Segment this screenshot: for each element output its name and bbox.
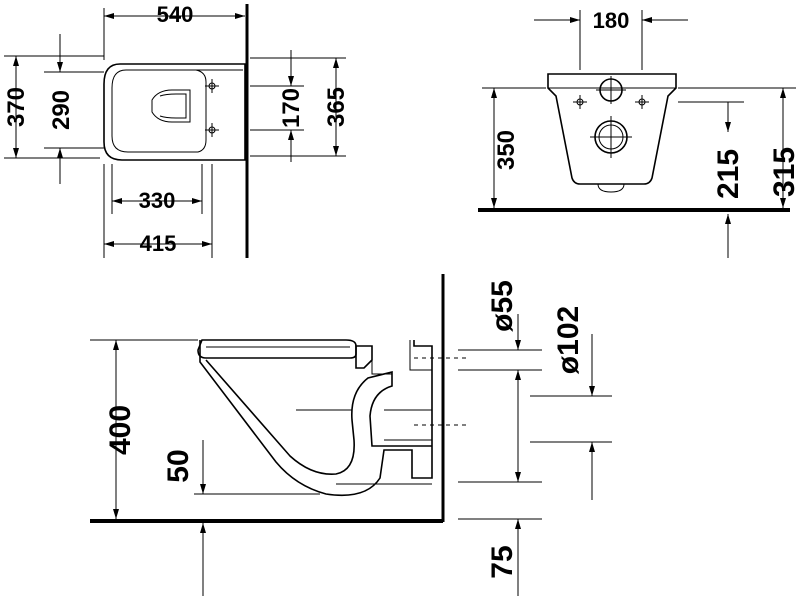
side-view-bowl-inner [205, 359, 432, 475]
front-view-inlet [596, 76, 626, 104]
side-view-rear-inlet [409, 340, 432, 371]
top-view-hinge [151, 89, 191, 123]
front-view-trap [597, 183, 625, 193]
dim-dia55-label: ø55 [486, 280, 519, 332]
front-view-outlet [590, 116, 632, 158]
top-view-fixing-hole-lower [205, 123, 219, 137]
dim-170-label: 170 [278, 88, 305, 128]
dim-415-label: 415 [140, 231, 177, 256]
side-view-bowl-outer [199, 340, 433, 497]
top-view: 540 370 290 170 365 [3, 2, 350, 258]
top-view-bowl-inner [111, 69, 243, 153]
side-view-inlet-duct [371, 346, 392, 375]
dim-50-label: 50 [162, 449, 195, 482]
dim-290-label: 290 [48, 90, 75, 130]
front-view: 180 350 215 315 [478, 8, 800, 258]
front-view-fixing-hole-left [573, 95, 587, 109]
dim-400-label: 400 [104, 405, 137, 455]
dim-dia102-label: ø102 [552, 306, 585, 374]
top-view-bowl-outline [103, 63, 246, 161]
front-view-bowl-outline [547, 73, 677, 185]
top-view-hinge-inner [159, 93, 187, 119]
dim-180-label: 180 [593, 8, 630, 33]
side-view: 400 50 ø55 ø102 75 [90, 274, 612, 596]
dim-75-label: 75 [486, 545, 519, 578]
top-view-fixing-hole-upper [205, 79, 219, 93]
dim-315-label: 315 [768, 147, 800, 197]
dim-330-label: 330 [139, 188, 176, 213]
side-view-hinge [355, 345, 373, 369]
dim-370-label: 370 [3, 87, 30, 127]
dim-365-label: 365 [323, 87, 350, 127]
side-view-outlet [384, 409, 432, 441]
dim-350-label: 350 [493, 130, 520, 170]
side-view-seat [197, 339, 357, 359]
dim-540-label: 540 [157, 2, 194, 27]
front-view-fixing-hole-right [635, 95, 649, 109]
dim-215-label: 215 [712, 149, 745, 199]
